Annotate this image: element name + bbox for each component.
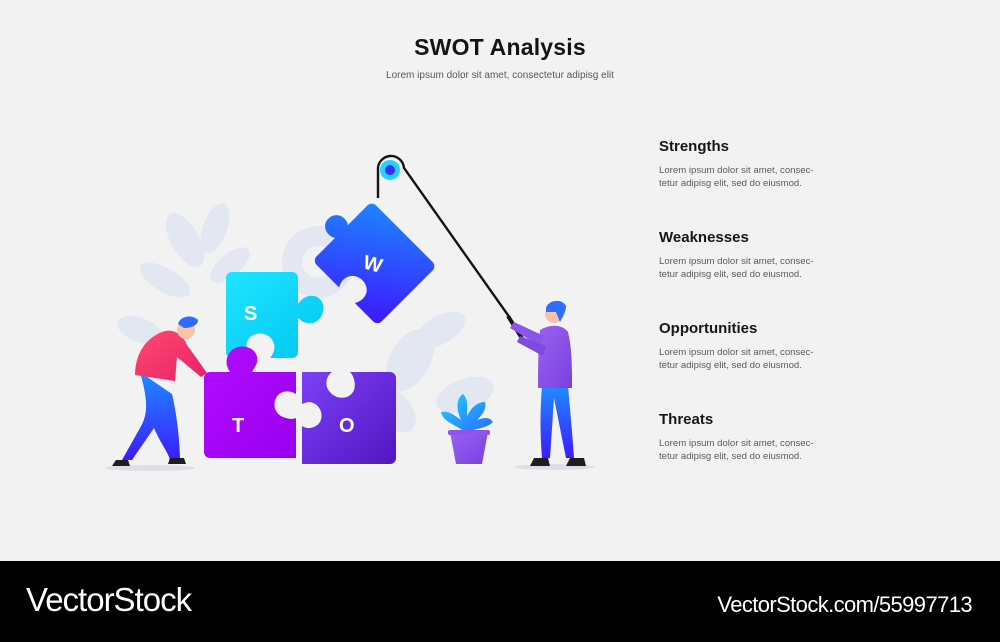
- brand-logo: VectorStock: [26, 581, 192, 618]
- person-pushing: [105, 316, 207, 471]
- swot-item-description: Lorem ipsum dolor sit amet, consec- tetu…: [659, 256, 849, 281]
- swot-illustration: S T O W: [105, 154, 595, 471]
- puzzle-piece-t: T: [204, 346, 296, 458]
- desc-line: Lorem ipsum dolor sit amet, consec-: [659, 165, 814, 176]
- desc-line: tetur adipisg elit, sed do eiusmod.: [659, 177, 802, 189]
- swot-item-strengths: Strengths Lorem ipsum dolor sit amet, co…: [659, 138, 859, 229]
- header: SWOT Analysis Lorem ipsum dolor sit amet…: [0, 34, 1000, 81]
- rope: [376, 154, 511, 319]
- desc-line: Lorem ipsum dolor sit amet, consec-: [659, 256, 814, 267]
- swot-item-opportunities: Opportunities Lorem ipsum dolor sit amet…: [659, 320, 859, 411]
- puzzle-piece-w: W: [314, 203, 435, 324]
- potted-plant: [441, 394, 493, 464]
- swot-item-description: Lorem ipsum dolor sit amet, consec- tetu…: [659, 165, 849, 190]
- swot-item-weaknesses: Weaknesses Lorem ipsum dolor sit amet, c…: [659, 229, 859, 320]
- watermark-footer: VectorStock VectorStock.com/55997713: [0, 561, 1000, 642]
- desc-line: tetur adipisg elit, sed do eiusmod.: [659, 359, 802, 371]
- swot-item-description: Lorem ipsum dolor sit amet, consec- tetu…: [659, 347, 849, 372]
- desc-line: tetur adipisg elit, sed do eiusmod.: [659, 268, 802, 280]
- puzzle-piece-s: S: [210, 272, 324, 358]
- image-reference: VectorStock.com/55997713: [717, 592, 972, 617]
- desc-line: Lorem ipsum dolor sit amet, consec-: [659, 438, 814, 449]
- swot-item-description: Lorem ipsum dolor sit amet, consec- tetu…: [659, 438, 849, 463]
- puzzle-piece-o: O: [302, 372, 396, 464]
- swot-item-title: Opportunities: [659, 320, 758, 337]
- desc-line: tetur adipisg elit, sed do eiusmod.: [659, 450, 802, 462]
- swot-item-threats: Threats Lorem ipsum dolor sit amet, cons…: [659, 411, 859, 502]
- page-title: SWOT Analysis: [414, 34, 586, 60]
- svg-text:S: S: [244, 303, 257, 325]
- swot-item-title: Threats: [659, 411, 714, 428]
- desc-line: Lorem ipsum dolor sit amet, consec-: [659, 347, 814, 358]
- swot-item-title: Strengths: [659, 138, 730, 155]
- page-subtitle: Lorem ipsum dolor sit amet, consectetur …: [386, 70, 614, 81]
- person-pulling-rope: [510, 300, 595, 470]
- swot-list: Strengths Lorem ipsum dolor sit amet, co…: [659, 138, 859, 502]
- swot-item-title: Weaknesses: [659, 229, 749, 246]
- svg-text:O: O: [339, 415, 355, 437]
- svg-text:T: T: [232, 415, 244, 437]
